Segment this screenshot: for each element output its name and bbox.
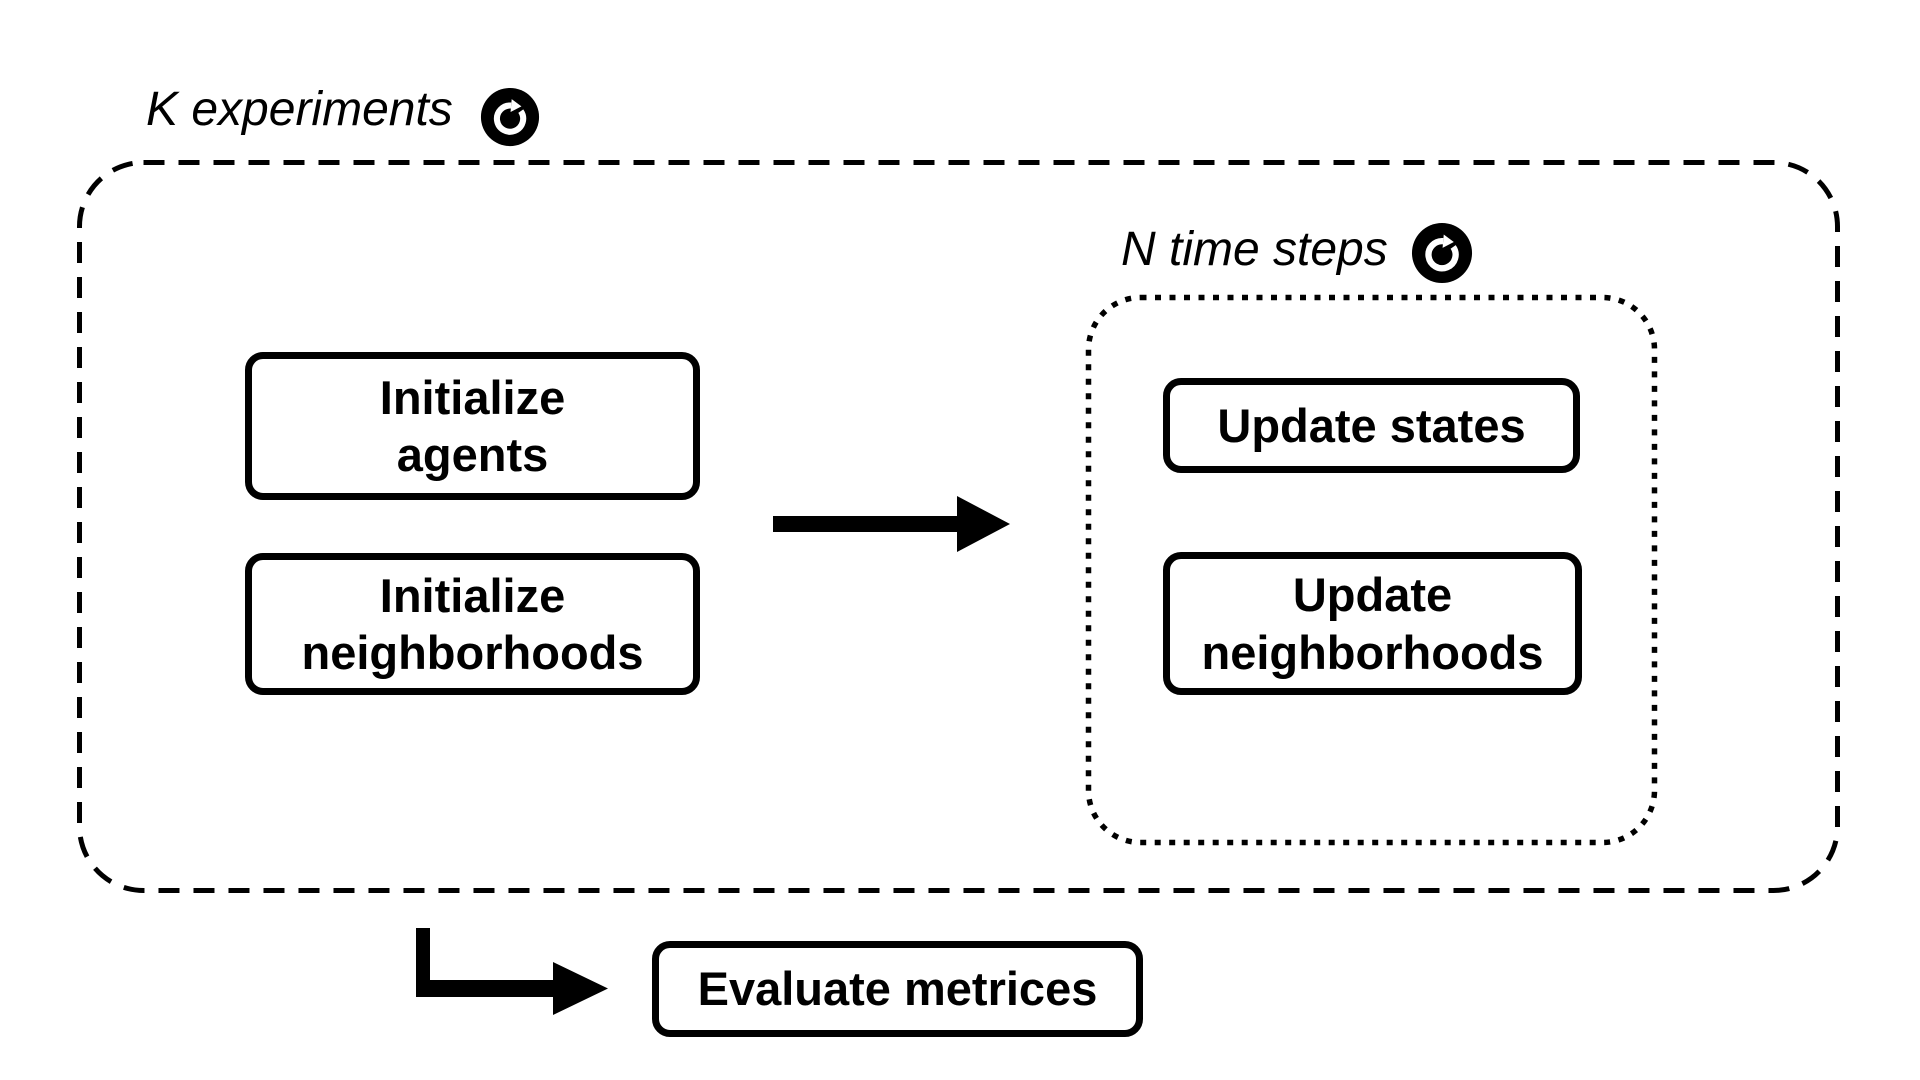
flow-arrow-right-icon	[773, 496, 1010, 552]
loop-icon-disc	[480, 87, 540, 147]
loop-icon-arc	[1425, 238, 1459, 272]
loop-repeat-icon	[1411, 222, 1473, 284]
loop-icon-arrowhead	[510, 99, 522, 113]
flow-arrow-elbow-icon	[416, 928, 608, 1015]
initialize-neighborhoods-line1: Initialize	[379, 568, 566, 622]
loop-icon-arc	[493, 102, 527, 135]
inner-loop-label: N time steps	[1121, 223, 1388, 276]
inner-loop-dotted-border	[1085, 294, 1658, 846]
loop-icon-disc	[1411, 222, 1473, 284]
outer-loop-dashed-border	[77, 160, 1840, 893]
loop-repeat-icon	[480, 87, 540, 147]
initialize-agents-line1: Initialize	[379, 370, 566, 424]
initialize-neighborhoods-box: Initialize neighborhoods	[245, 553, 700, 695]
initialize-agents-box: Initialize agents	[245, 352, 700, 500]
evaluate-metrices-box: Evaluate metrices	[652, 941, 1143, 1037]
update-neighborhoods-box: Update neighborhoods	[1163, 552, 1582, 695]
update-states-box: Update states	[1163, 378, 1580, 473]
update-states-line1: Update states	[1217, 398, 1526, 452]
update-neighborhoods-line1: Update	[1292, 568, 1453, 622]
update-neighborhoods-line2: neighborhoods	[1201, 625, 1544, 679]
initialize-agents-line2: agents	[396, 428, 549, 481]
evaluate-metrices-line1: Evaluate metrices	[697, 962, 1098, 1016]
outer-loop-label: K experiments	[146, 83, 453, 136]
loop-icon-arrowhead	[1442, 234, 1454, 248]
initialize-neighborhoods-line2: neighborhoods	[301, 626, 644, 679]
